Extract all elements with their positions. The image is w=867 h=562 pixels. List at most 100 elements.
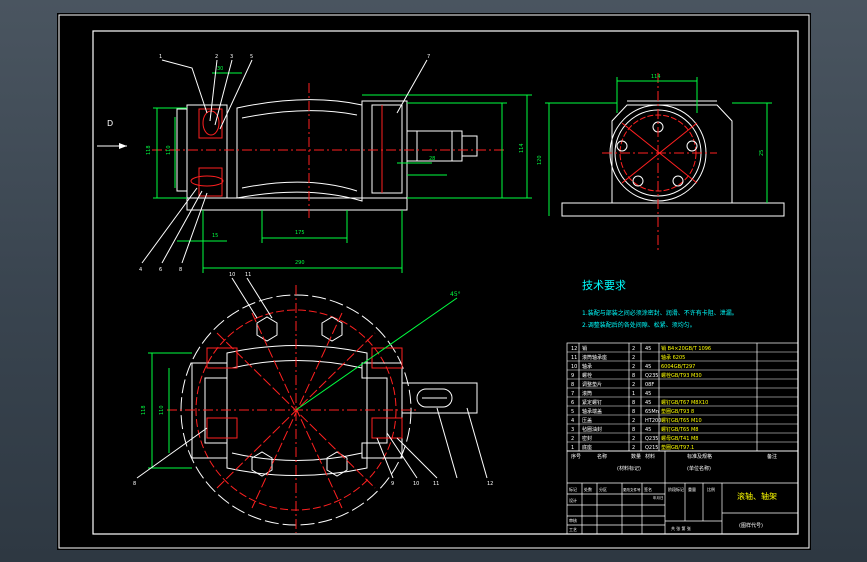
bom-cell-std: 垫圈GB/T93 8	[661, 408, 694, 415]
bom-cell-mat: Q235	[645, 373, 658, 379]
bom-cell-name: 销	[582, 345, 587, 352]
bom-cell-mat: 45	[645, 391, 651, 397]
bom-cell-mat: 45	[645, 427, 651, 433]
dim-25: 25	[759, 150, 765, 156]
balloon-5: 5	[250, 54, 253, 60]
balloon-9: 9	[391, 481, 394, 487]
bom-cell-std: 螺钉GB/T65 M8	[661, 426, 699, 433]
bom-cell-qty: 2	[632, 445, 635, 451]
balloon-11: 11	[245, 272, 251, 278]
bom-cell-qty: 2	[632, 364, 635, 370]
cad-drawing: D	[58, 14, 810, 549]
bom-cell-std: 螺钉GB/T65 M10	[661, 417, 702, 424]
tb-col-1: 处数	[584, 486, 592, 492]
bom-cell-name: 压盖	[582, 417, 592, 424]
balloon-12: 12	[487, 481, 493, 487]
dim-290: 290	[295, 260, 305, 266]
bom-cell-qty: 8	[632, 373, 635, 379]
bom-cell-std: 螺母GB/T41 M8	[661, 435, 699, 442]
tb-row-2: 设计	[569, 497, 577, 503]
title-block	[566, 450, 799, 535]
bom-cell-no: 1	[571, 445, 574, 451]
bom-cell-qty: 2	[632, 418, 635, 424]
weight-label: 重量	[688, 486, 696, 492]
bom-cell-name: 底座	[582, 444, 592, 451]
bom-cell-no: 10	[571, 364, 577, 370]
balloon-10-b: 10	[413, 481, 419, 487]
bom-cell-name: 密封	[582, 435, 592, 442]
bom-cell-no: 9	[571, 373, 574, 379]
bom-cell-no: 3	[571, 427, 574, 433]
drawing-no: (图样代号)	[739, 522, 763, 529]
bom-cell-name: 调整垫片	[582, 381, 602, 388]
bom-cell-name: 滚筒轴承座	[582, 354, 607, 361]
sheet-label: 共 张 第 张	[671, 525, 691, 531]
bom-cell-mat: 45	[645, 364, 651, 370]
dim-118: 118	[146, 145, 152, 155]
bom-cell-no: 8	[571, 382, 574, 388]
tech-title: 技术要求	[582, 279, 626, 292]
bom-cell-name: 紧定螺钉	[582, 399, 602, 406]
tech-requirements: 技术要求 1.装配与部装之间必须涂密封、润滑、不许有卡阻、泄漏。 2.调整装配后…	[582, 279, 738, 329]
dim-110-top: 110	[159, 405, 165, 415]
drawing-sheet: D	[57, 13, 811, 550]
tech-line-1: 1.装配与部装之间必须涂密封、润滑、不许有卡阻、泄漏。	[582, 309, 738, 317]
dim-28: 28	[429, 156, 435, 162]
bom-cell-no: 7	[571, 391, 574, 397]
bom-cell-name: 轴承端盖	[582, 408, 602, 415]
tb-col-4: 签名	[644, 486, 652, 492]
dim-15: 15	[212, 233, 218, 239]
bom-header-std: 标准及规格	[687, 453, 712, 460]
dim-114: 114	[519, 143, 525, 153]
bom-cell-mat: 45	[645, 346, 651, 352]
bom-cell-qty: 8	[632, 400, 635, 406]
bom-header-qty: 数量	[631, 453, 641, 460]
bom-header-no: 序号	[571, 453, 581, 460]
sheet-border	[58, 14, 810, 549]
bom-cell-name: 螺栓	[582, 372, 592, 379]
balloon-1: 1	[159, 54, 162, 60]
bom-cell-qty: 8	[632, 427, 635, 433]
bom-cell-mat: 08F	[645, 382, 654, 388]
view-label: D	[107, 119, 113, 128]
bom-cell-mat: 65Mn	[645, 409, 659, 415]
balloon-7: 7	[427, 54, 430, 60]
tb-col-2: 分区	[599, 486, 607, 492]
bom-header-mat: 材料	[645, 453, 655, 460]
tb-row-1: 标记	[569, 486, 577, 492]
stage-label: 阶段标记	[668, 486, 684, 492]
bom-cell-no: 11	[571, 355, 577, 361]
front-view-labels: 118 110 114 175 290 15 30 28 1 2 3 5 7 4…	[139, 54, 525, 273]
bom-cell-mat: Q235	[645, 436, 658, 442]
top-view-labels: 45° 118 110 8 10 11 9 10 11 12	[133, 272, 493, 487]
front-view: D	[97, 59, 532, 273]
unit-name: (单位名称)	[687, 465, 711, 472]
top-view	[136, 277, 488, 533]
bom-cell-no: 4	[571, 418, 574, 424]
dim-120: 120	[537, 155, 543, 165]
bom-cell-std: 轴承 6205	[661, 354, 685, 361]
bom-cell-no: 5	[571, 409, 574, 415]
drawing-name: 滚轴、轴架	[737, 491, 777, 501]
dim-114-side: 114	[651, 74, 661, 80]
bom-cell-name: 毡圈油封	[582, 426, 602, 433]
bom-cell-qty: 2	[632, 346, 635, 352]
material-mark: (材料标记)	[617, 465, 641, 472]
balloon-3: 3	[230, 54, 233, 60]
balloon-2: 2	[215, 54, 218, 60]
bom-cell-mat: 45	[645, 400, 651, 406]
balloon-8: 8	[179, 267, 182, 273]
bom-cell-std: 螺钉GB/T67 M8X10	[661, 399, 708, 406]
dim-118-top: 118	[141, 405, 147, 415]
dim-30: 30	[217, 66, 223, 72]
bom-cell-std: 销 B4×20GB/T 1096	[661, 345, 711, 352]
tb-row-3: 审核	[569, 517, 577, 523]
balloon-6: 6	[159, 267, 162, 273]
scale-label: 比例	[707, 486, 715, 492]
tb-row-4: 工艺	[569, 527, 577, 532]
bom-cell-name: 轴承	[582, 363, 592, 370]
side-view-labels: 120 25 114	[537, 74, 765, 165]
bom-cell-qty: 8	[632, 409, 635, 415]
